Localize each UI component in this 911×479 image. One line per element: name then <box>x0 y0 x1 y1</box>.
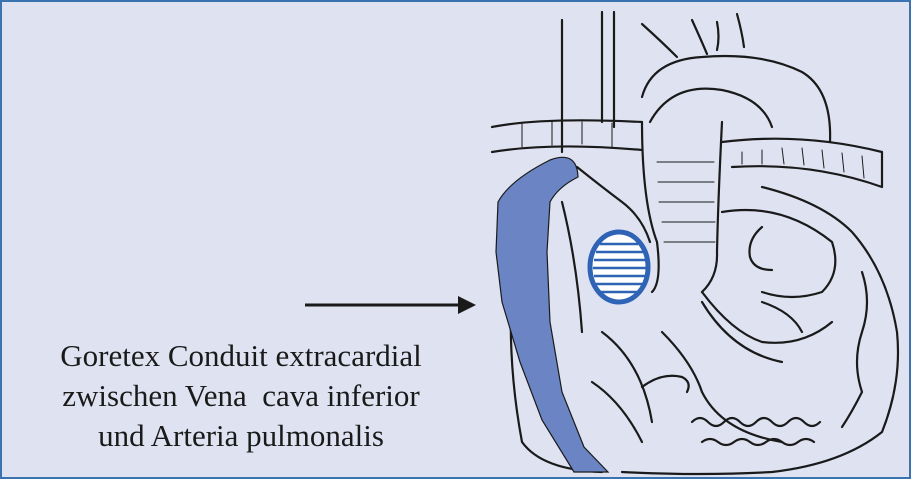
aortic-arch-outline <box>642 56 830 142</box>
superior-vena-cava-outline <box>562 12 614 152</box>
ventricle-outline <box>722 210 835 297</box>
caption-line-2: zwischen Vena cava inferior <box>2 376 480 416</box>
goretex-conduit <box>496 157 608 472</box>
atrial-patch <box>590 232 648 302</box>
pointer-arrow <box>305 296 476 314</box>
left-branch-hatching <box>522 122 612 147</box>
right-atrium-outline <box>562 167 652 442</box>
trunk-hatching <box>657 162 715 242</box>
trabeculations <box>692 418 820 445</box>
right-wall-ridges <box>842 272 867 427</box>
valve-hook <box>642 376 689 392</box>
ventricle-septum <box>662 292 832 442</box>
great-artery-trunk <box>642 122 722 292</box>
caption-line-1: Goretex Conduit extracardial <box>2 336 480 376</box>
caption: Goretex Conduit extracardial zwischen Ve… <box>2 336 480 456</box>
pulmonary-branch-left <box>492 120 642 152</box>
caption-line-3: und Arteria pulmonalis <box>2 416 480 456</box>
branch-hatching <box>742 148 864 178</box>
brachiocephalic-vessels <box>642 14 744 57</box>
pulmonary-branch-right <box>722 139 882 187</box>
